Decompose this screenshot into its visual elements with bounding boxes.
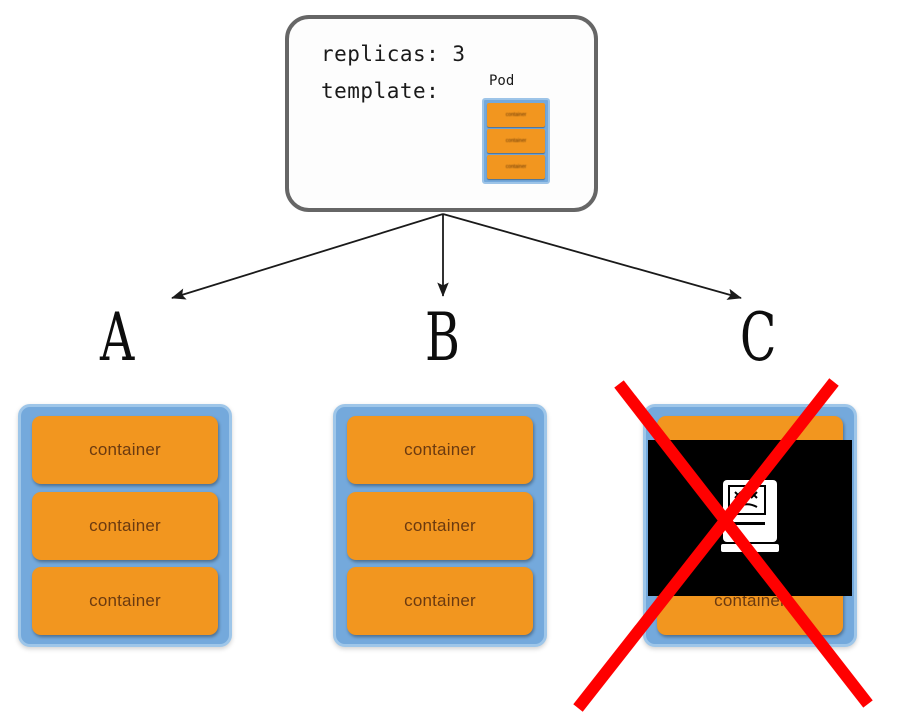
container-label: container [404, 440, 476, 459]
arrow-to-replica-a [171, 213, 444, 300]
container-label: container [89, 515, 161, 535]
replica-label-a: A [100, 299, 135, 376]
container-box[interactable]: container [32, 416, 218, 484]
mini-container: container [487, 155, 545, 179]
mini-container-label: container [505, 164, 527, 170]
replica-label-b: B [425, 299, 460, 376]
pod-replica-a[interactable]: container container container [18, 404, 232, 647]
mini-pod-label: Pod [489, 73, 515, 89]
replica-label-c: C [740, 299, 777, 376]
mini-container: container [487, 103, 545, 127]
template-pod-illustration: Pod container container container [467, 74, 562, 209]
replicas-line: replicas: 3 [321, 42, 466, 66]
container-box[interactable]: container [347, 416, 533, 484]
container-label: container [89, 591, 161, 610]
mini-pod: container container container [482, 98, 550, 184]
pod-replica-b[interactable]: container container container [333, 404, 547, 647]
template-line: template: [321, 79, 440, 103]
replicaset-spec-box: replicas: 3 template: Pod container cont… [285, 15, 598, 212]
sad-mac-icon [721, 480, 779, 552]
container-box[interactable]: container [32, 567, 218, 635]
container-label: container [404, 591, 476, 610]
mini-container: container [487, 129, 545, 153]
container-box[interactable]: container [32, 491, 218, 560]
container-box[interactable]: container [347, 491, 533, 560]
mini-container-label: container [505, 112, 527, 118]
mini-container-label: container [505, 138, 527, 144]
container-label: container [404, 515, 476, 535]
crash-overlay [648, 440, 852, 596]
container-box[interactable]: container [347, 567, 533, 635]
container-label: container [89, 440, 161, 459]
arrow-to-replica-c [442, 213, 742, 300]
